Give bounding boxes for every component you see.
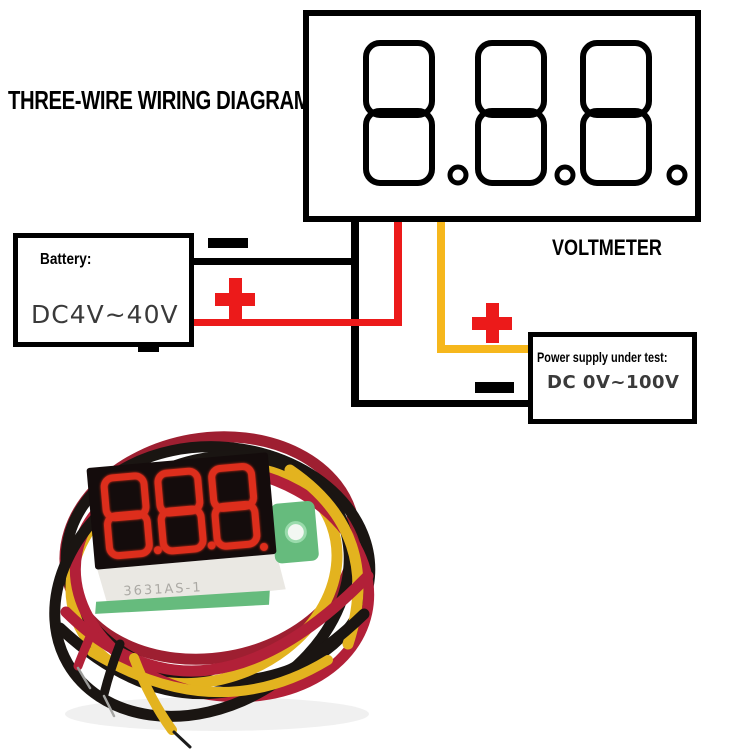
wire-ends: [73, 623, 192, 749]
power-supply-value: DC 0V~100V: [547, 372, 680, 393]
page-title: THREE-WIRE WIRING DIAGRAM: [8, 85, 311, 115]
black-wire-tip: [102, 694, 116, 718]
ground-wire-vertical: [351, 222, 359, 407]
seven-segment-digit: [475, 40, 547, 186]
battery-box: Battery: DC4V~40V: [13, 233, 194, 347]
voltmeter-box: [303, 10, 701, 222]
battery-label: Battery:: [40, 251, 92, 268]
battery-negative-wire: [191, 258, 359, 265]
red-wire-end: [73, 623, 99, 671]
battery-minus-symbol: [208, 238, 248, 248]
module-side-panel: [97, 553, 286, 609]
battery-plus-symbol: [215, 278, 255, 320]
load-plus-symbol: [472, 303, 512, 343]
voltmeter-module-photo: 3631AS-1: [49, 431, 376, 749]
sense-wire-horizontal: [437, 345, 533, 353]
sense-wire-vertical: [437, 222, 445, 353]
module-display-digits: [100, 463, 268, 560]
ground-wire-to-load: [351, 400, 533, 407]
battery-value: DC4V~40V: [31, 300, 179, 329]
photo-digit: [100, 472, 153, 560]
red-wire-front: [60, 570, 374, 677]
decimal-point-dot: [554, 164, 576, 186]
decimal-point-dot: [666, 164, 688, 186]
power-supply-label: Power supply under test:: [537, 349, 668, 365]
seven-segment-digit: [363, 40, 435, 186]
module-marking: 3631AS-1: [123, 580, 203, 599]
mounting-hole: [284, 521, 307, 544]
seven-segment-digit: [580, 40, 652, 186]
yellow-wire-front: [87, 647, 333, 698]
load-minus-symbol: [475, 382, 514, 393]
voltmeter-module: 3631AS-1: [86, 452, 319, 614]
photo-decimal-dot: [259, 542, 268, 551]
yellow-wire-tip: [172, 730, 192, 749]
photo-digit: [208, 463, 261, 550]
yellow-wire-end: [129, 653, 177, 735]
wire-coil-front: [54, 464, 374, 699]
photo-decimal-dot: [153, 546, 162, 555]
battery-box-terminal-mark: [138, 345, 159, 352]
red-wire-tip: [76, 666, 92, 690]
battery-positive-wire-vertical: [394, 222, 402, 326]
photo-digit: [154, 467, 207, 555]
voltmeter-seven-segment-display: [363, 40, 688, 186]
power-supply-box: Power supply under test: DC 0V~100V: [528, 332, 697, 424]
battery-positive-wire-horizontal: [191, 319, 402, 326]
black-wire-end: [99, 639, 125, 699]
decimal-point-dot: [447, 164, 469, 186]
photo-decimal-dot: [207, 541, 216, 550]
voltmeter-label: VOLTMETER: [552, 235, 662, 260]
module-pcb-edge: [95, 590, 270, 614]
